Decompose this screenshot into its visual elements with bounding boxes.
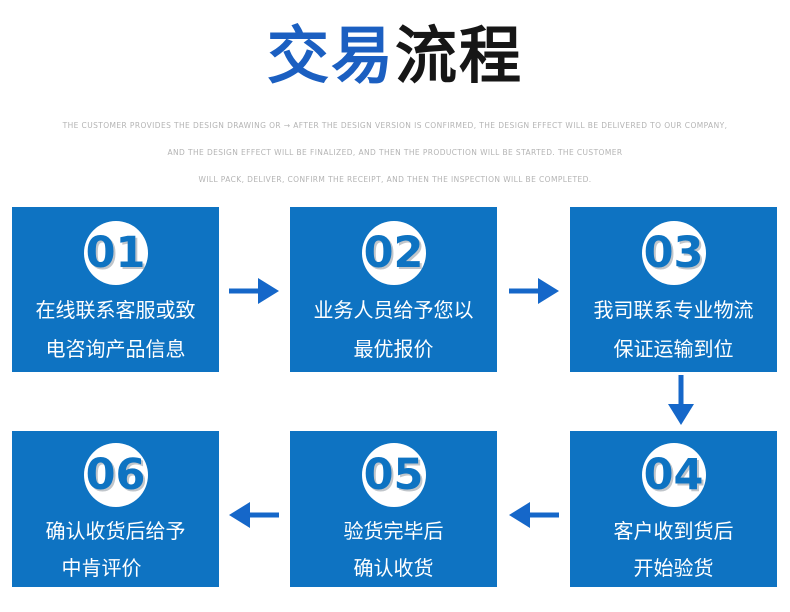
step-line-2: 保证运输到位 xyxy=(613,337,734,361)
step-line-2: 中肯评价 xyxy=(61,556,142,580)
step-line-1: 确认收货后给予 xyxy=(45,519,186,543)
step-line-2: 开始验货 xyxy=(633,556,714,580)
arrow-down-icon xyxy=(667,375,695,425)
subtitle-line-3: WILL PACK, DELIVER, CONFIRM THE RECEIPT,… xyxy=(198,175,592,184)
step-description: 我司联系专业物流 保证运输到位 xyxy=(594,291,754,369)
step-line-1: 验货完毕后 xyxy=(343,519,444,543)
step-panel-02: 02 业务人员给予您以 最优报价 xyxy=(290,207,497,372)
step-line-1: 客户收到货后 xyxy=(613,519,734,543)
arrow-right-icon xyxy=(229,277,279,305)
arrow-left-icon xyxy=(509,501,559,529)
step-line-2: 确认收货 xyxy=(353,556,434,580)
subtitle-line-1: THE CUSTOMER PROVIDES THE DESIGN DRAWING… xyxy=(62,121,728,130)
step-panel-03: 03 我司联系专业物流 保证运输到位 xyxy=(570,207,777,372)
step-line-2: 最优报价 xyxy=(353,337,434,361)
step-number-badge: 04 xyxy=(641,443,706,507)
step-line-1: 在线联系客服或致 xyxy=(35,298,196,322)
step-line-1: 我司联系专业物流 xyxy=(593,298,754,322)
step-description: 在线联系客服或致 电咨询产品信息 xyxy=(36,291,196,369)
step-description: 业务人员给予您以 最优报价 xyxy=(314,291,474,369)
step-panel-01: 01 在线联系客服或致 电咨询产品信息 xyxy=(12,207,219,372)
subtitle-line-2: AND THE DESIGN EFFECT WILL BE FINALIZED,… xyxy=(167,148,623,157)
page-title-highlight: 交易 xyxy=(266,19,395,92)
step-number-badge: 02 xyxy=(361,221,426,285)
step-panel-05: 05 验货完毕后 确认收货 xyxy=(290,431,497,587)
step-line-1: 业务人员给予您以 xyxy=(313,298,474,322)
step-number-badge: 06 xyxy=(83,443,148,507)
page-title-rest: 流程 xyxy=(395,19,524,92)
step-line-2: 电咨询产品信息 xyxy=(45,337,186,361)
step-panel-06: 06 确认收货后给予 中肯评价 xyxy=(12,431,219,587)
arrow-left-icon xyxy=(229,501,279,529)
step-description: 确认收货后给予 中肯评价 xyxy=(46,513,186,587)
page-title: 交易流程 xyxy=(0,16,790,96)
arrow-right-icon xyxy=(509,277,559,305)
subtitle: THE CUSTOMER PROVIDES THE DESIGN DRAWING… xyxy=(0,112,790,193)
step-number-badge: 05 xyxy=(361,443,426,507)
step-number-badge: 01 xyxy=(83,221,148,285)
step-panel-04: 04 客户收到货后 开始验货 xyxy=(570,431,777,587)
step-description: 验货完毕后 确认收货 xyxy=(344,513,444,587)
step-description: 客户收到货后 开始验货 xyxy=(614,513,734,587)
step-number-badge: 03 xyxy=(641,221,706,285)
